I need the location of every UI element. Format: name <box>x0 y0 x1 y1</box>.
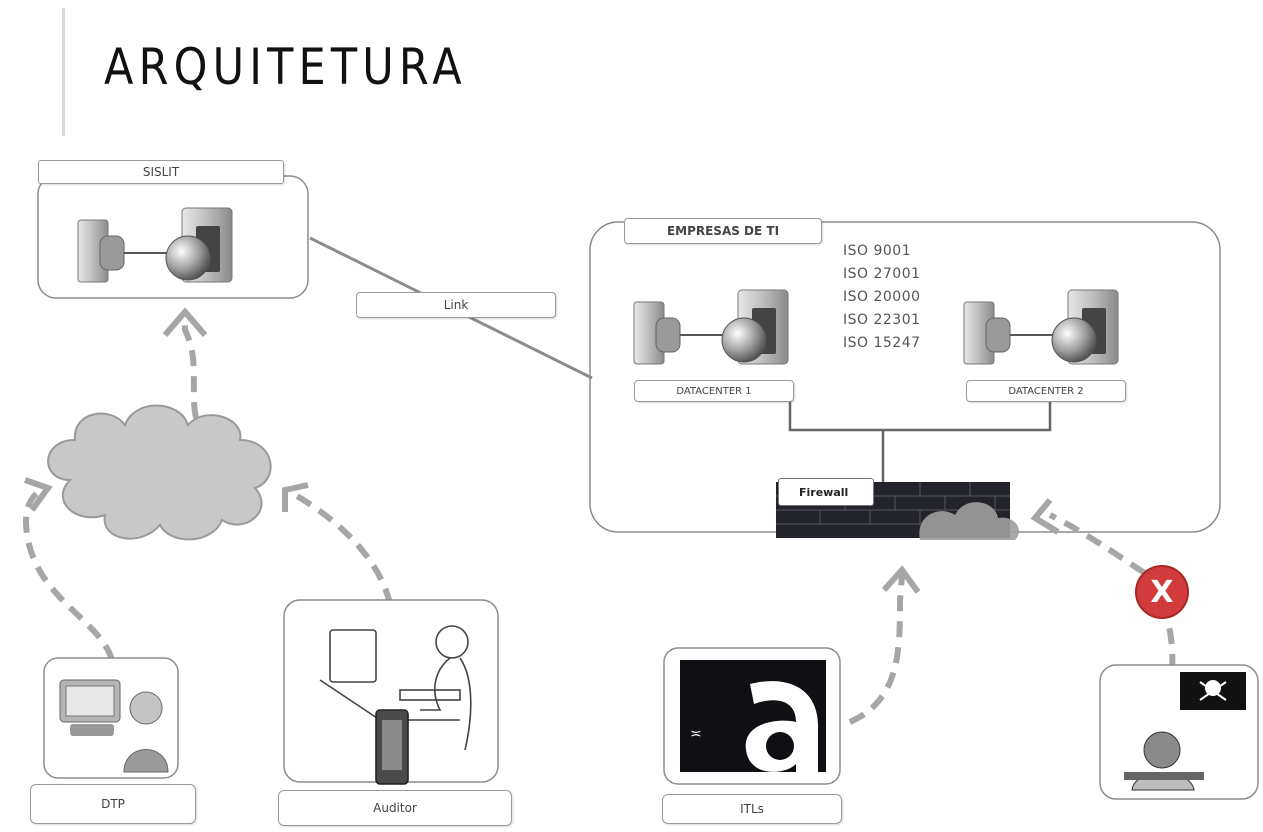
arrow-attacker-to-firewall <box>1048 512 1176 671</box>
datacenter2-label-text: DATACENTER 2 <box>1008 385 1084 397</box>
datacenter-connector <box>788 400 1052 482</box>
firewall-label: Firewall <box>778 478 874 506</box>
itls-label: ITLs <box>662 794 842 824</box>
attacker-icon <box>1124 672 1246 791</box>
datacenter2-server-icon <box>963 289 1119 365</box>
iso-item: ISO 15247 <box>843 335 921 351</box>
dtp-label-text: DTP <box>101 797 125 811</box>
arrowhead-dtp <box>24 477 53 512</box>
arrow-dtp-to-cloud <box>23 485 115 662</box>
iso-item: ISO 22301 <box>843 312 921 328</box>
arrow-itls-to-firewall <box>848 574 905 725</box>
itls-logo: ≍ <box>680 660 826 772</box>
blocked-icon <box>1135 565 1189 619</box>
link-label: Link <box>356 292 556 318</box>
link-label-text: Link <box>443 298 469 312</box>
auditor-label: Auditor <box>278 790 512 826</box>
title-accent-bar <box>62 8 65 136</box>
sislit-label-text: SISLIT <box>142 165 180 179</box>
iso-item: ISO 20000 <box>843 289 921 305</box>
arrow-cloud-to-sislit <box>182 310 199 419</box>
dtp-label: DTP <box>30 784 196 824</box>
computer-user-icon <box>59 679 169 773</box>
cloud-icon <box>47 404 272 541</box>
arrowhead-attacker <box>1030 498 1060 535</box>
iso-standards-list: ISO 9001 ISO 27001 ISO 20000 ISO 22301 I… <box>843 240 943 355</box>
empresas-label-text: EMPRESAS DE TI <box>666 224 780 238</box>
arrow-auditor-to-cloud <box>288 489 393 605</box>
datacenter1-label-text: DATACENTER 1 <box>676 385 752 397</box>
svg-text:≍: ≍ <box>690 726 702 742</box>
blocked-symbol-text: X <box>1150 574 1174 610</box>
auditor-label-text: Auditor <box>373 801 417 815</box>
arrowhead-sislit <box>162 307 208 337</box>
itls-label-text: ITLs <box>740 802 764 816</box>
datacenter1-label: DATACENTER 1 <box>634 380 794 402</box>
iso-item: ISO 27001 <box>843 266 921 282</box>
page-title: ARQUITETURA <box>104 38 467 96</box>
auditor-icon <box>319 625 472 785</box>
datacenter1-server-icon <box>633 289 789 365</box>
arrowhead-auditor <box>282 482 309 512</box>
firewall-label-text: Firewall <box>799 485 849 499</box>
empresas-label: EMPRESAS DE TI <box>624 218 822 244</box>
datacenter2-label: DATACENTER 2 <box>966 380 1126 402</box>
sislit-server-icon <box>77 207 233 283</box>
iso-item: ISO 9001 <box>843 243 912 259</box>
sislit-label: SISLIT <box>38 160 284 184</box>
blocked-symbol: X <box>1136 568 1188 616</box>
arrowhead-itls <box>881 565 921 594</box>
